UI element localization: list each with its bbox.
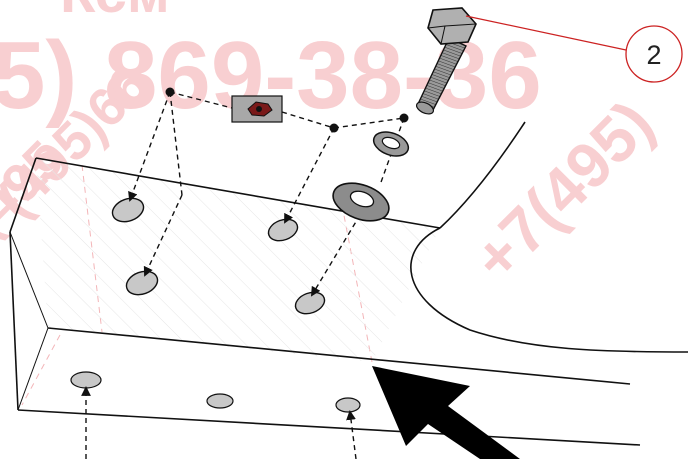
hole-top-2 <box>125 270 159 296</box>
callout: 2 <box>465 15 683 83</box>
callout-leader <box>465 15 627 51</box>
hole-top-4 <box>294 291 326 315</box>
top-holes <box>111 197 326 315</box>
hole-front-2 <box>206 393 234 409</box>
clip-nut-icon <box>231 95 283 123</box>
hole-front-3 <box>335 397 361 413</box>
callout-circle <box>625 25 683 83</box>
flat-washer-icon <box>332 182 390 222</box>
big-black-arrow-icon <box>372 366 520 459</box>
hole-front-1 <box>70 371 102 389</box>
hole-top-3 <box>267 218 299 242</box>
front-holes <box>70 371 361 413</box>
watermark-top-fragment: Ксм <box>60 0 170 25</box>
hole-top-1 <box>111 197 145 223</box>
assembly-paths <box>81 91 405 459</box>
top-surface <box>36 158 440 362</box>
callout-number: 2 <box>646 40 661 70</box>
junction-dots <box>165 87 409 133</box>
spring-washer-icon <box>372 131 410 157</box>
hex-bolt-icon <box>415 7 477 115</box>
